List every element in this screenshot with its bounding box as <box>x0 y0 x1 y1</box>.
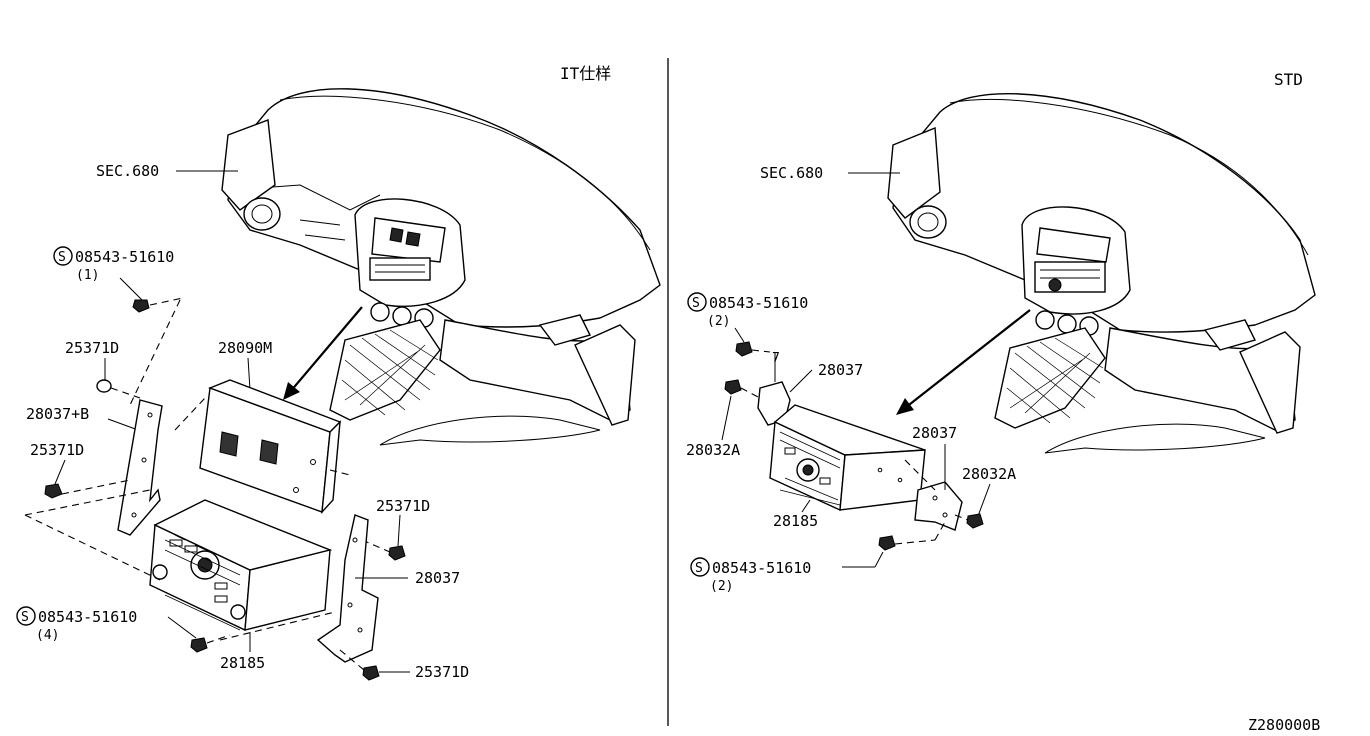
right-screw-a-part: 08543-51610 <box>709 294 808 312</box>
right-screw-b-part: 08543-51610 <box>712 559 811 577</box>
right-clip-left-label: 28032A <box>686 441 740 459</box>
left-dashboard: SEC.680 <box>96 88 661 446</box>
left-screw-b-part: 08543-51610 <box>38 608 137 626</box>
svg-text:S: S <box>21 610 29 625</box>
right-screw-b: S 08543-51610 (2) <box>690 521 946 594</box>
right-screw-a-qty: (2) <box>707 314 730 329</box>
left-pin-right: 25371D <box>361 497 430 561</box>
left-bracket-left: 28037+B <box>26 399 163 536</box>
left-pin-top-label: 25371D <box>65 339 119 357</box>
left-screw-b: S 08543-51610 (4) <box>16 606 231 653</box>
right-bracket-left-label: 28037 <box>818 361 863 379</box>
right-audio-unit-label: 28185 <box>773 512 818 530</box>
left-screw-b-qty: (4) <box>36 628 59 643</box>
right-panel: STD SEC.680 <box>686 70 1316 594</box>
left-audio-unit-label: 28185 <box>220 654 265 672</box>
right-clip-right-label: 28032A <box>962 465 1016 483</box>
svg-text:7: 7 <box>772 351 780 366</box>
left-pin-bottom: 25371D <box>339 649 469 681</box>
left-variant-label: IT仕样 <box>560 64 611 83</box>
right-removal-arrow <box>896 309 1031 415</box>
left-pin-right-label: 25371D <box>376 497 430 515</box>
right-bracket-right: 28037 <box>904 424 963 531</box>
left-screw-a-part: 08543-51610 <box>75 248 174 266</box>
left-screw-a-qty: (1) <box>76 268 99 283</box>
right-clip-left: 28032A <box>686 379 761 459</box>
right-clip-right: 28032A <box>954 465 1016 529</box>
svg-text:S: S <box>692 296 700 311</box>
left-pin-top: 25371D <box>65 339 141 399</box>
right-bracket-right-label: 28037 <box>912 424 957 442</box>
right-variant-label: STD <box>1274 70 1303 89</box>
left-sec-ref: SEC.680 <box>96 162 159 180</box>
left-panel: IT仕样 SEC.680 <box>16 64 661 681</box>
right-audio-unit: 28185 <box>769 404 926 530</box>
right-bracket-left: 7 28037 <box>757 351 863 426</box>
left-display-unit: 28090M <box>174 339 351 515</box>
diagram-code: Z280000B <box>1248 716 1320 734</box>
left-removal-arrow <box>283 306 363 400</box>
left-display-unit-label: 28090M <box>218 339 272 357</box>
left-screw-a: S 08543-51610 (1) <box>53 246 184 406</box>
left-audio-unit: 28185 <box>24 489 336 672</box>
left-bracket-right-label: 28037 <box>415 569 460 587</box>
left-pin-left-label: 25371D <box>30 441 84 459</box>
left-pin-bottom-label: 25371D <box>415 663 469 681</box>
left-pin-left: 25371D <box>30 441 131 499</box>
left-bracket-right: 28037 <box>316 514 460 663</box>
left-bracket-left-label: 28037+B <box>26 405 89 423</box>
right-dashboard: SEC.680 <box>760 92 1316 454</box>
right-sec-ref: SEC.680 <box>760 164 823 182</box>
right-screw-a: S 08543-51610 (2) <box>687 292 808 357</box>
svg-text:S: S <box>58 250 66 265</box>
svg-text:S: S <box>695 561 703 576</box>
right-screw-b-qty: (2) <box>710 579 733 594</box>
